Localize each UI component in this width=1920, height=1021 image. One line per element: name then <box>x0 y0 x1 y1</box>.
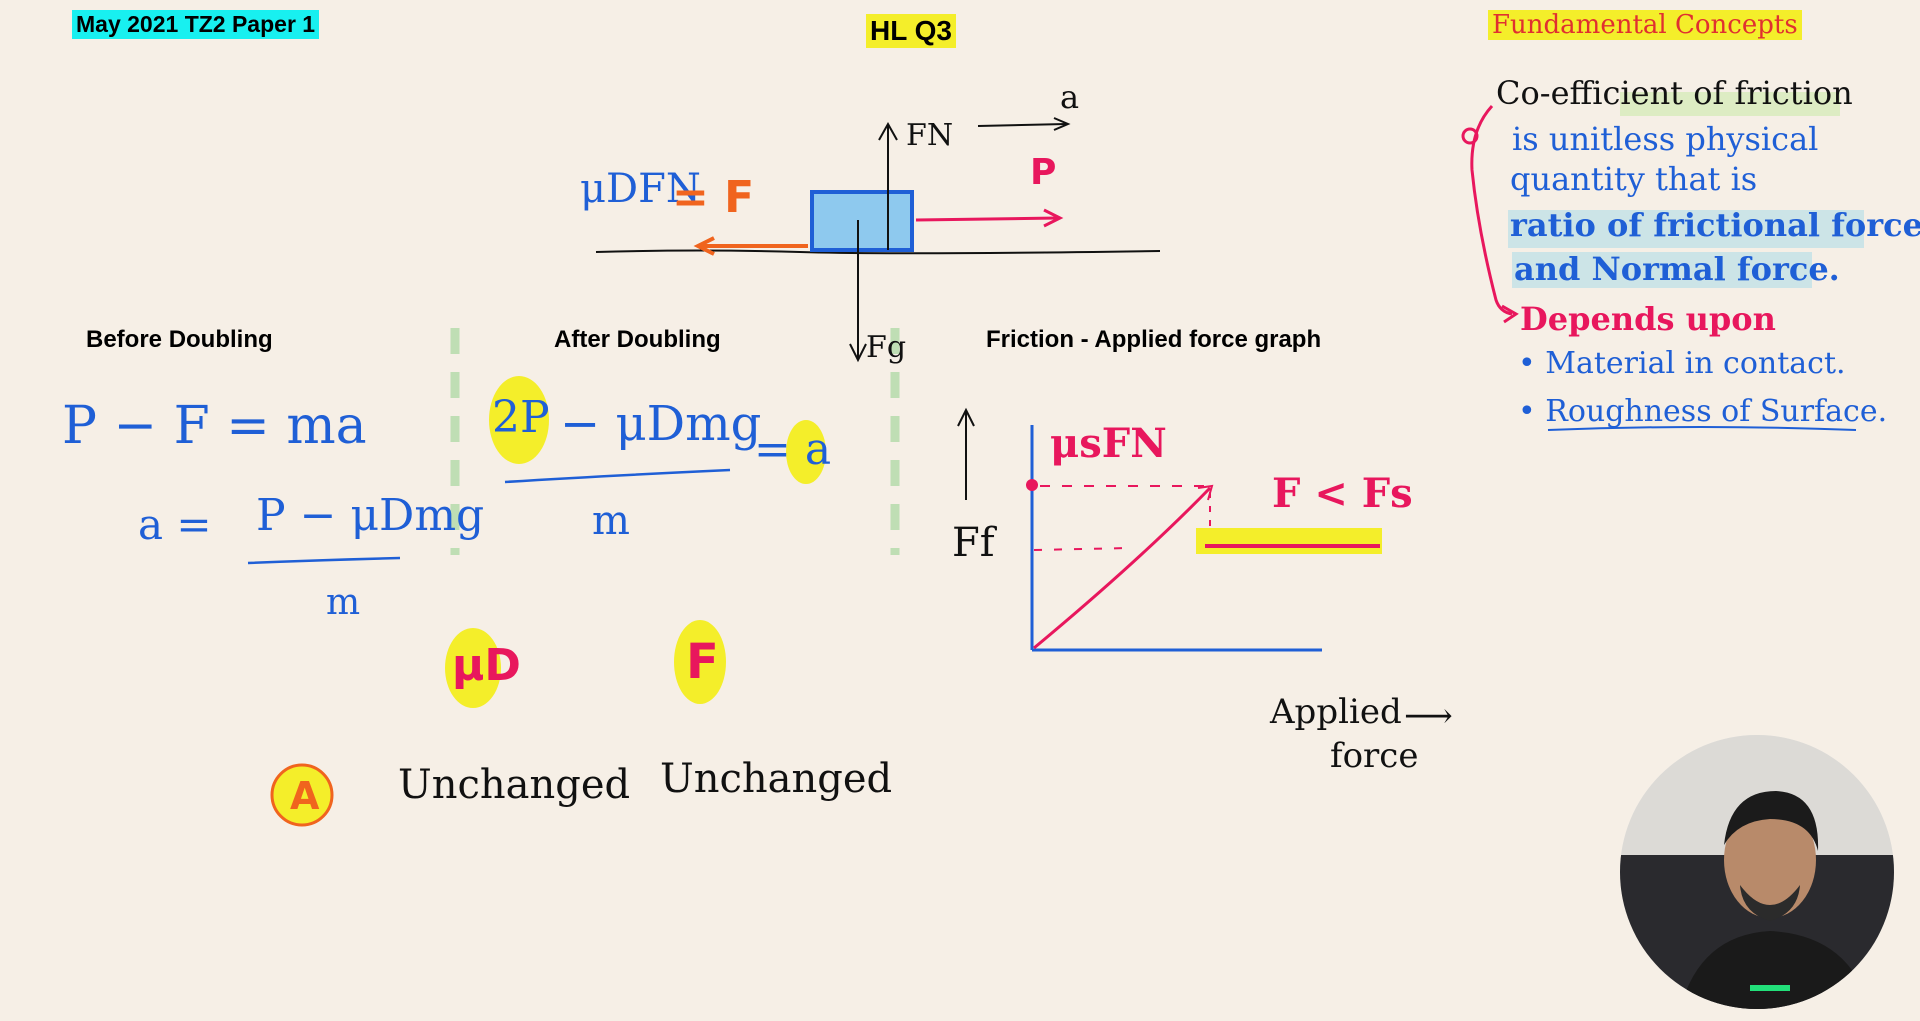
friction-equation-lhs: μDFN <box>580 166 701 212</box>
graph-region-label: F < Fs <box>1272 470 1413 517</box>
acceleration-equation-numerator: P − μDmg <box>256 490 485 541</box>
question-title: HL Q3 <box>866 14 956 48</box>
concept-line-5: and Normal force. <box>1514 250 1840 288</box>
doubled-equation-numerator: − μDmg <box>560 396 762 452</box>
doubled-equation-denominator: m <box>592 498 630 544</box>
graph-peak-label: μsFN <box>1050 420 1167 467</box>
normal-force-label: FN <box>906 118 954 153</box>
concept-bullet-material: • Material in contact. <box>1518 346 1846 381</box>
answer-choice: A <box>290 774 320 818</box>
answer-column-coefficient: μD <box>452 640 521 691</box>
concept-depends-upon: Depends upon <box>1520 300 1776 338</box>
answer-friction-value: Unchanged <box>660 756 893 802</box>
before-doubling-label: Before Doubling <box>86 326 273 353</box>
acceleration-label: a <box>1060 78 1080 116</box>
presenter-webcam <box>1620 735 1894 1009</box>
graph-section-label: Friction - Applied force graph <box>986 326 1322 353</box>
answer-column-friction: F <box>686 634 719 690</box>
concept-line-4: ratio of frictional force <box>1510 206 1920 244</box>
applied-force-label: P <box>1030 152 1057 193</box>
doubled-force-term: 2P <box>492 392 550 443</box>
weight-label: Fg <box>866 330 907 365</box>
friction-equation-rhs: = F <box>672 172 755 223</box>
graph-x-axis-arrow: ⟶ <box>1404 696 1453 736</box>
newton-second-law-equation: P − F = ma <box>62 396 367 456</box>
acceleration-equation-lhs: a = <box>138 500 212 549</box>
after-doubling-label: After Doubling <box>554 326 721 353</box>
concept-line-2: is unitless physical <box>1512 120 1819 158</box>
concept-line-3: quantity that is <box>1510 160 1758 198</box>
graph-x-axis-label-line1: Applied <box>1270 692 1402 732</box>
concept-bullet-roughness: • Roughness of Surface. <box>1518 394 1888 429</box>
doubled-equation-rhs: = a <box>754 424 832 475</box>
concept-line-1: Co-efficient of friction <box>1496 74 1853 112</box>
concepts-title: Fundamental Concepts <box>1488 10 1802 40</box>
answer-coefficient-value: Unchanged <box>398 762 631 808</box>
acceleration-equation-denominator: m <box>326 582 361 623</box>
graph-y-axis-label: Ff <box>952 520 995 566</box>
graph-x-axis-label-line2: force <box>1330 736 1419 776</box>
block <box>810 190 914 252</box>
presenter-figure <box>1620 735 1894 1009</box>
paper-title: May 2021 TZ2 Paper 1 <box>72 10 320 39</box>
